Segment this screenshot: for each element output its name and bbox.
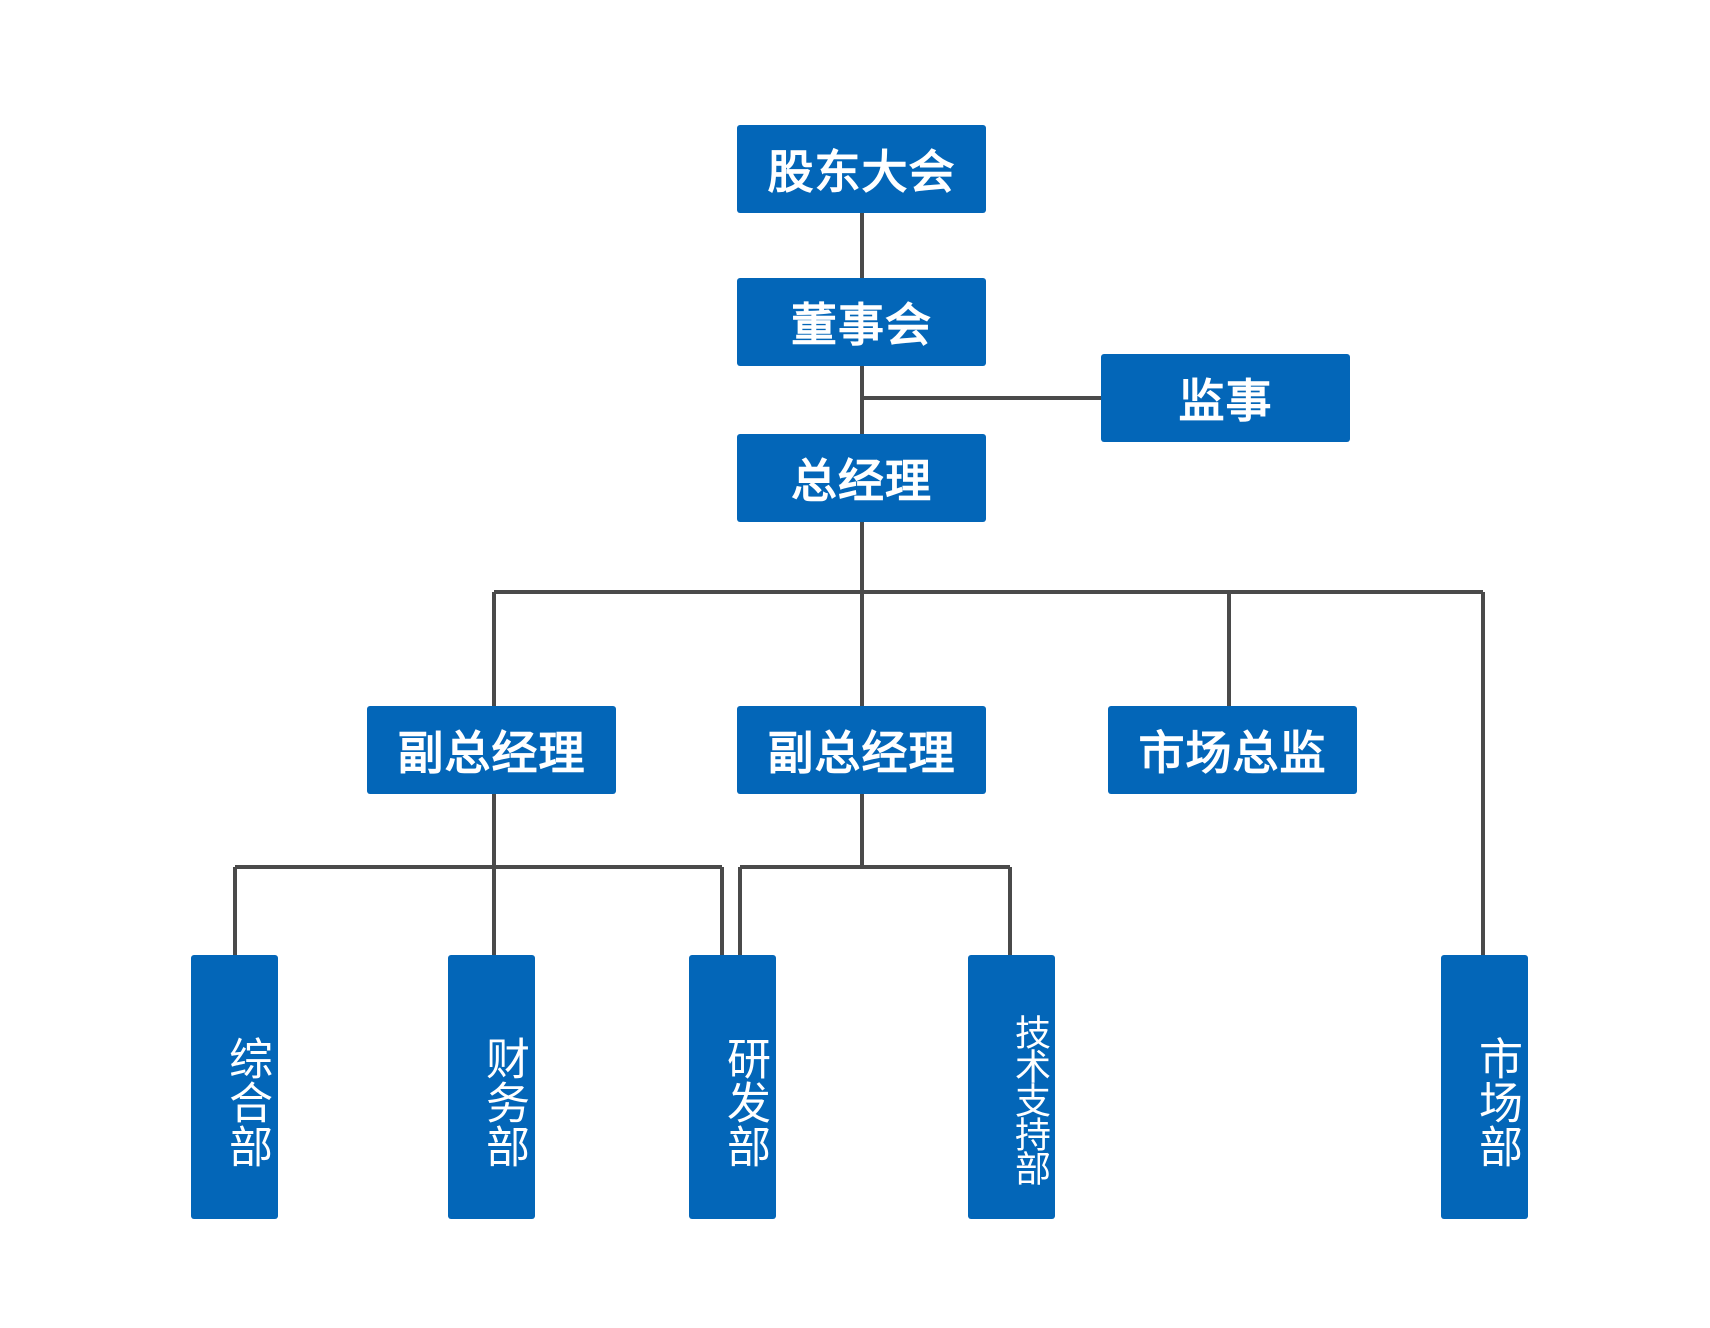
- node-deputy-gm-2: 副总经理: [737, 706, 986, 794]
- node-deputy-gm-1: 副总经理: [367, 706, 616, 794]
- node-board: 董事会: [737, 278, 986, 366]
- node-marketing-dept: 市场部: [1441, 955, 1528, 1219]
- node-rd-dept: 研发部: [689, 955, 776, 1219]
- node-marketing-director: 市场总监: [1108, 706, 1357, 794]
- node-general-manager: 总经理: [737, 434, 986, 522]
- node-shareholders-meeting: 股东大会: [737, 125, 986, 213]
- node-supervisor: 监事: [1101, 354, 1350, 442]
- node-tech-support-dept: 技术支持部: [968, 955, 1055, 1219]
- node-finance-dept: 财务部: [448, 955, 535, 1219]
- node-general-dept: 综合部: [191, 955, 278, 1219]
